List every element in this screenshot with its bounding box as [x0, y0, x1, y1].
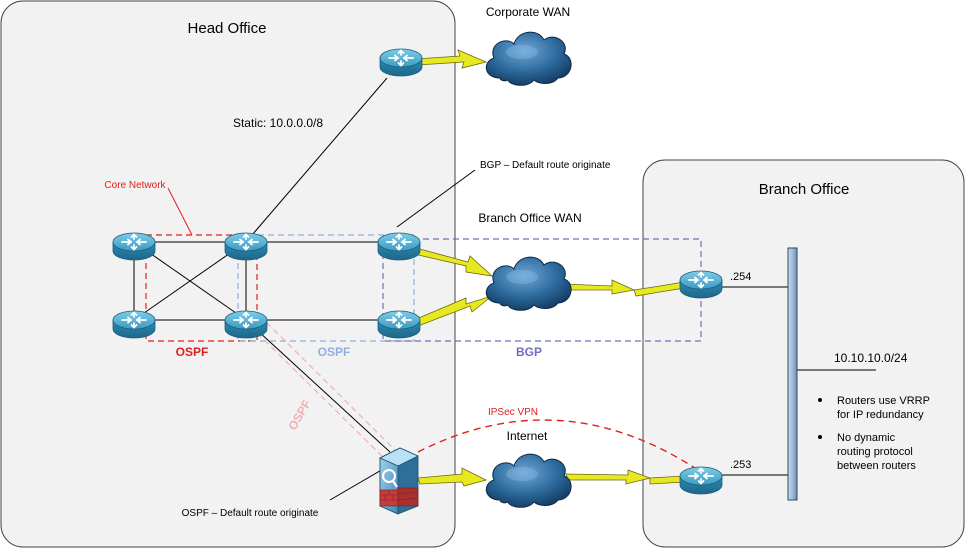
bullet-dot	[818, 435, 822, 439]
bgp-default-label: BGP – Default route originate	[480, 160, 611, 171]
branch-office-title: Branch Office	[759, 181, 850, 198]
bullet-1-line-2: for IP redundancy	[837, 409, 924, 421]
firewall-icon[interactable]	[379, 447, 419, 515]
ospf-core-box	[145, 234, 258, 342]
corporate-wan-label: Corporate WAN	[486, 5, 570, 19]
router-icon[interactable]	[224, 310, 268, 339]
serial-links	[413, 49, 685, 487]
core-network-label: Core Network	[104, 180, 166, 191]
branch-wan-label: Branch Office WAN	[478, 211, 581, 225]
bullet-1-line-1: Routers use VRRP	[837, 395, 930, 407]
ipsec-vpn-tunnel	[417, 419, 699, 471]
ipsec-vpn-label: IPSec VPN	[488, 407, 538, 418]
bullet-2-line-3: between routers	[837, 460, 916, 472]
switch-icon	[787, 247, 798, 501]
branch-office-panel	[642, 159, 965, 548]
bgp-box-label: BGP	[516, 345, 542, 359]
bullet-2-line-1: No dynamic	[837, 432, 896, 444]
bullet-2-line-2: routing protocol	[837, 446, 913, 458]
router-icon[interactable]	[679, 270, 723, 299]
cloud-icon	[485, 31, 572, 86]
router-icon[interactable]	[377, 232, 421, 261]
cloud-icon	[485, 453, 572, 508]
static-route-label: Static: 10.0.0.0/8	[233, 116, 323, 130]
router-icon[interactable]	[112, 310, 156, 339]
ospf-core-pointer	[167, 187, 193, 236]
bullet-dot	[818, 398, 822, 402]
head-office-title: Head Office	[188, 20, 267, 37]
router-icon[interactable]	[377, 310, 421, 339]
ospf-mid-label: OSPF	[318, 345, 351, 359]
ospf-core-label: OSPF	[176, 345, 209, 359]
ip-254-label: .254	[730, 271, 751, 283]
router-icon[interactable]	[224, 232, 268, 261]
cloud-icon	[485, 256, 572, 311]
head-office-panel	[0, 0, 456, 548]
router-icon[interactable]	[379, 48, 423, 77]
ip-253-label: .253	[730, 459, 751, 471]
ospf-blue-box	[237, 234, 415, 342]
router-icon[interactable]	[112, 232, 156, 261]
internet-label: Internet	[507, 429, 548, 443]
subnet-label: 10.10.10.0/24	[834, 351, 908, 365]
router-icon[interactable]	[679, 466, 723, 495]
ospf-default-label: OSPF – Default route originate	[182, 508, 319, 519]
